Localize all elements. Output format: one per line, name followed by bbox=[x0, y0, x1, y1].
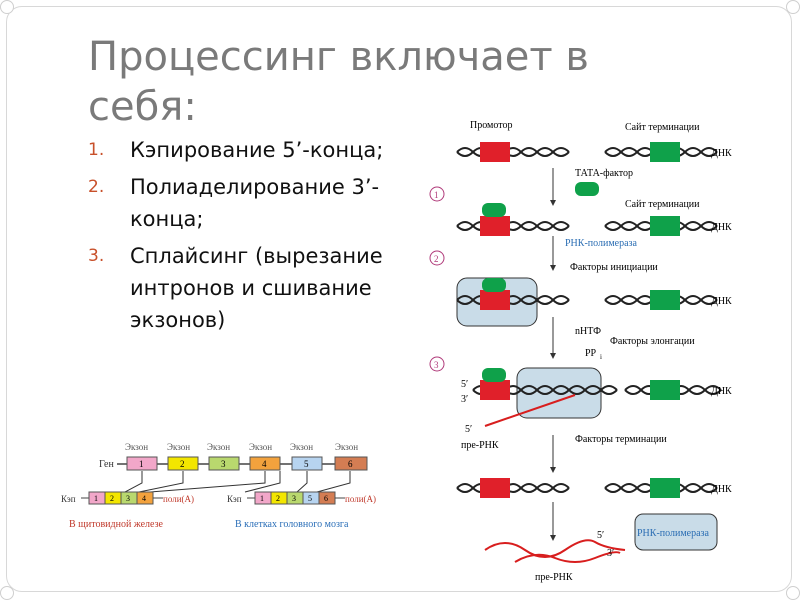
thyroid-caption: В щитовидной железе bbox=[69, 519, 164, 530]
step-number: 1 bbox=[434, 190, 439, 200]
three-prime-label: 3′ bbox=[607, 548, 614, 559]
dna-label: ДНК bbox=[711, 148, 732, 159]
mrna-number: 3 bbox=[126, 494, 130, 503]
dna-label: ДНК bbox=[711, 222, 732, 233]
tata-bound bbox=[482, 203, 506, 217]
promoter-box bbox=[480, 216, 510, 236]
list-item: 2. Полиаделирование 3’-конца; bbox=[88, 171, 418, 235]
exon-number: 2 bbox=[180, 459, 185, 469]
exon-label: Экзон bbox=[290, 442, 313, 452]
mrna-number: 5 bbox=[308, 494, 312, 503]
mrna-number: 1 bbox=[94, 494, 98, 503]
exon-label: Экзон bbox=[125, 442, 148, 452]
mrna-number: 2 bbox=[110, 494, 114, 503]
transcription-diagram: Промотор Сайт терминации ДНК 1 ТАТА-факт… bbox=[425, 110, 770, 592]
exon-number: 1 bbox=[139, 459, 144, 469]
five-prime-label: 5′ bbox=[465, 424, 472, 435]
rnap-label: РНК-полимераза bbox=[565, 238, 638, 249]
dna-label: ДНК bbox=[711, 484, 732, 495]
pre-rna-label: пре-РНК bbox=[535, 572, 573, 583]
terminator-box bbox=[650, 290, 680, 310]
list-text: Кэпирование 5’-конца; bbox=[130, 138, 383, 162]
ntp-label: nНТФ bbox=[575, 326, 601, 337]
tata-label: ТАТА-фактор bbox=[575, 168, 633, 179]
pre-rna-label: пре-РНК bbox=[461, 440, 499, 451]
termination-label: Факторы терминации bbox=[575, 434, 667, 445]
cap-label: Кэп bbox=[61, 494, 76, 504]
polya-label: поли(А) bbox=[345, 494, 376, 504]
dna-label: ДНК bbox=[711, 386, 732, 397]
mrna-number: 1 bbox=[260, 494, 264, 503]
mrna-number: 4 bbox=[142, 494, 146, 503]
tata-factor bbox=[575, 182, 599, 196]
splicing-diagram: Экзон Экзон Экзон Экзон Экзон Экзон Ген … bbox=[55, 438, 415, 538]
splice-arrow bbox=[125, 471, 142, 492]
list-item: 3. Сплайсинг (вырезание интронов и сшиван… bbox=[88, 240, 418, 336]
cap-label: Кэп bbox=[227, 494, 242, 504]
splice-arrow bbox=[139, 471, 183, 492]
mrna-number: 6 bbox=[324, 494, 328, 503]
processing-list: 1. Кэпирование 5’-конца; 2. Полиаделирован… bbox=[88, 134, 418, 341]
exon-label: Экзон bbox=[249, 442, 272, 452]
slide-corner-tl bbox=[0, 0, 14, 14]
step-number: 3 bbox=[434, 360, 439, 370]
polya-label: поли(А) bbox=[163, 494, 194, 504]
exon-number: 4 bbox=[262, 459, 267, 469]
elongation-label: Факторы элонгации bbox=[610, 336, 695, 347]
slide-corner-tr bbox=[786, 0, 800, 14]
promoter-box bbox=[480, 380, 510, 400]
exon-label: Экзон bbox=[335, 442, 358, 452]
exon-label: Экзон bbox=[207, 442, 230, 452]
initiation-label: Факторы инициации bbox=[570, 262, 658, 273]
promoter-box bbox=[480, 290, 510, 310]
terminator-box bbox=[650, 216, 680, 236]
mrna-number: 2 bbox=[276, 494, 280, 503]
rnap-released-label: РНК-полимераза bbox=[637, 528, 710, 539]
list-text: Сплайсинг (вырезание интронов и сшивание… bbox=[130, 244, 383, 332]
tata-bound bbox=[482, 368, 506, 382]
exon-number: 6 bbox=[348, 459, 353, 469]
dna-label: ДНК bbox=[711, 296, 732, 307]
list-number: 1. bbox=[88, 134, 104, 166]
exon-number: 5 bbox=[304, 459, 309, 469]
slide-corner-bl bbox=[0, 586, 14, 600]
splice-arrow bbox=[245, 471, 280, 492]
list-item: 1. Кэпирование 5’-конца; bbox=[88, 134, 418, 166]
five-prime-label: 5′ bbox=[461, 379, 468, 390]
splice-arrow bbox=[150, 471, 265, 492]
list-number: 3. bbox=[88, 240, 104, 272]
splice-arrow bbox=[297, 471, 307, 492]
gene-label: Ген bbox=[99, 459, 114, 470]
exon-number: 3 bbox=[221, 459, 226, 469]
slide-corner-br bbox=[786, 586, 800, 600]
promoter-box bbox=[480, 142, 510, 162]
terminator-label: Сайт терминации bbox=[625, 199, 700, 210]
list-number: 2. bbox=[88, 171, 104, 203]
brain-caption: В клетках головного мозга bbox=[235, 519, 349, 530]
step-number: 2 bbox=[434, 254, 439, 264]
terminator-label: Сайт терминации bbox=[625, 122, 700, 133]
list-text: Полиаделирование 3’-конца; bbox=[130, 175, 379, 231]
mrna-number: 3 bbox=[292, 494, 296, 503]
pp-label: PP bbox=[585, 348, 597, 359]
terminator-box bbox=[650, 478, 680, 498]
promoter-label: Промотор bbox=[470, 120, 512, 131]
terminator-box bbox=[650, 380, 680, 400]
pp-subscript: i bbox=[600, 353, 602, 361]
exon-label: Экзон bbox=[167, 442, 190, 452]
splice-arrow bbox=[317, 471, 350, 492]
five-prime-label: 5′ bbox=[597, 530, 604, 541]
promoter-box bbox=[480, 478, 510, 498]
tata-bound bbox=[482, 278, 506, 292]
terminator-box bbox=[650, 142, 680, 162]
three-prime-label: 3′ bbox=[461, 394, 468, 405]
